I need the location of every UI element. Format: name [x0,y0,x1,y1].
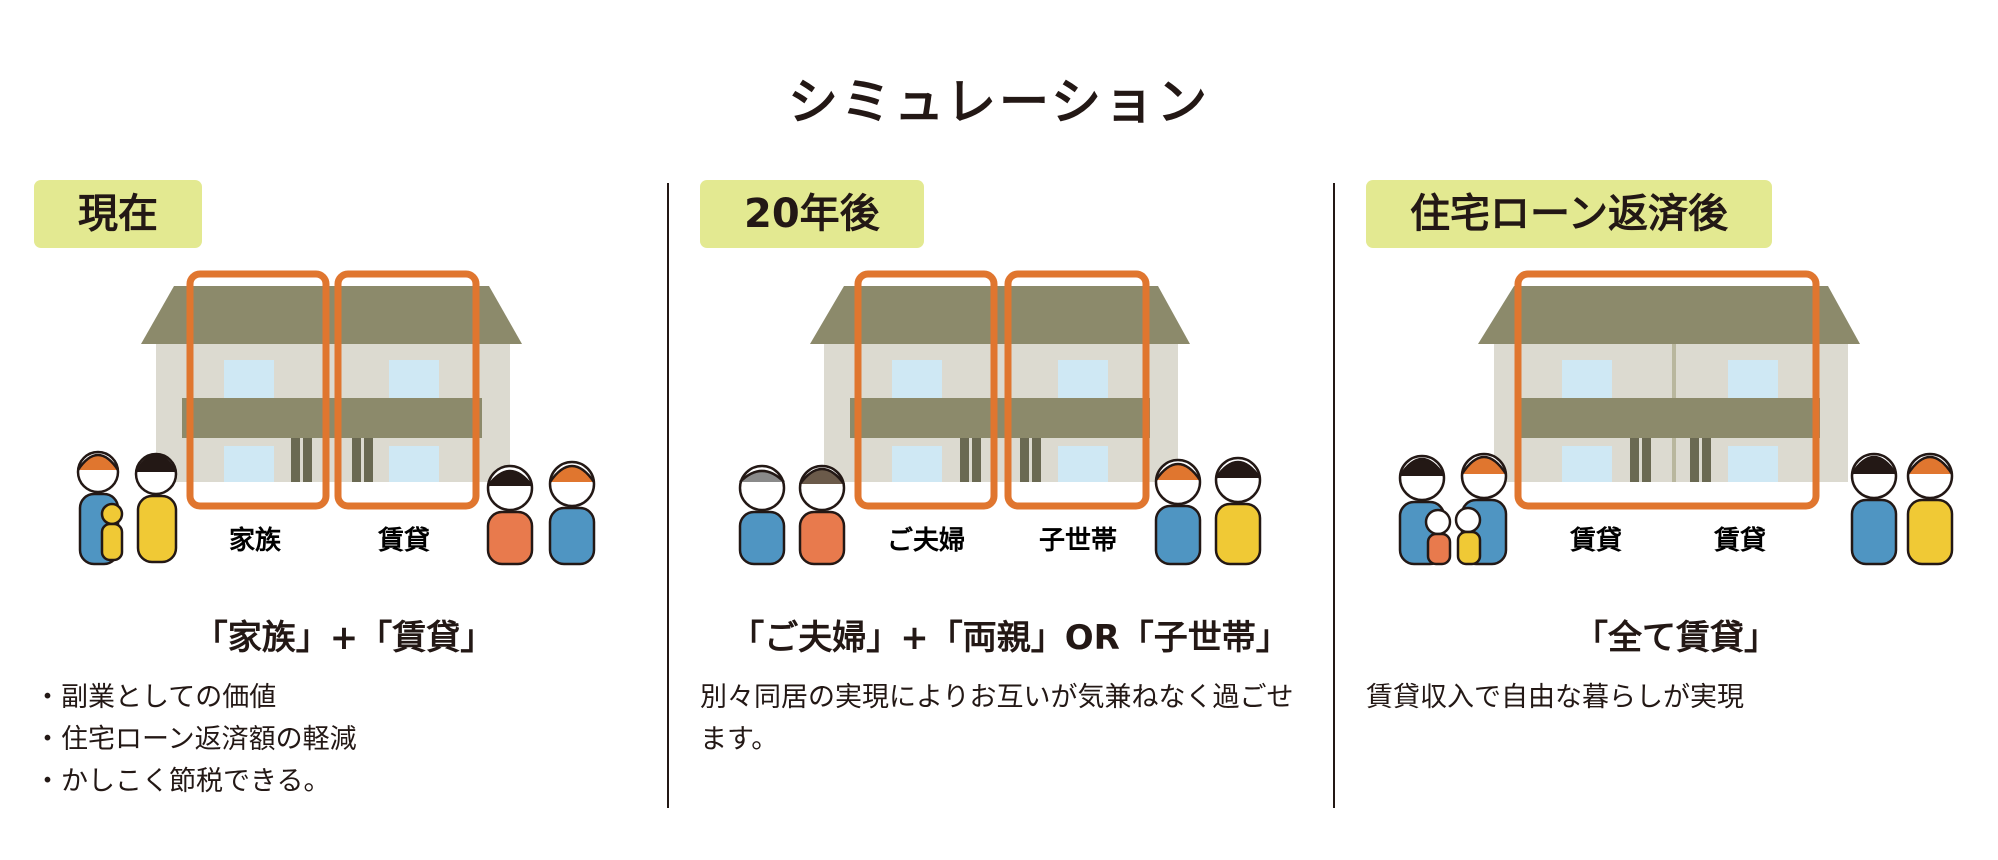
family-people-illustration [76,450,178,566]
scenario-summary: 「全て賃貸」 [1574,618,1778,658]
unit-label: 賃貸 [377,525,430,556]
house-illustration: 賃貸 賃貸 [1366,270,1986,650]
house [810,286,1190,482]
unit-label: 賃貸 [1713,525,1766,556]
house-illustration: 家族 賃貸 [34,270,654,650]
highlight-frame-unit-2 [334,270,480,510]
highlight-frame-whole-building [1514,270,1820,510]
column-current: 現在 家族 賃貸 [34,180,654,820]
stage-badge: 現在 [34,180,202,248]
parents-people-illustration [738,464,846,566]
tenant-couple-people-illustration [1850,452,1954,566]
page-title: シミュレーション [788,73,1210,131]
house [141,286,522,482]
highlight-frame-unit-2 [1004,270,1150,510]
unit-label: 家族 [229,525,282,556]
column-after-loan-repayment: 住宅ローン返済後 賃貸 賃貸 [1366,180,1986,820]
house-illustration: ご夫婦 子世帯 [700,270,1320,650]
scenario-description: ・副業としての価値 ・住宅ローン返済額の軽減 ・かしこく節税できる。 [34,677,634,803]
scenario-description: 賃貸収入で自由な暮らしが実現 [1366,682,1744,713]
column-divider-2 [1333,183,1335,808]
column-20-years-later: 20年後 ご夫婦 子世帯 [700,180,1320,820]
scenario-description: 別々同居の実現によりお互いが気兼ねなく過ごせます。 [700,682,1294,755]
highlight-frame-unit-1 [854,270,998,510]
benefit-list: ・副業としての価値 ・住宅ローン返済額の軽減 ・かしこく節税できる。 [34,677,634,803]
unit-label: 子世帯 [1039,526,1117,556]
stage-badge: 20年後 [700,180,924,248]
list-item: ・副業としての価値 [34,682,277,713]
child-household-people-illustration [1154,456,1262,566]
tenant-people-illustration [486,460,596,566]
list-item: ・住宅ローン返済額の軽減 [34,724,357,755]
unit-label: 賃貸 [1569,525,1622,556]
unit-label: ご夫婦 [887,525,965,556]
house [1478,286,1860,482]
column-divider-1 [667,183,669,808]
scenario-summary: 「ご夫婦」+「両親」OR「子世帯」 [730,618,1290,658]
stage-badge: 住宅ローン返済後 [1366,180,1772,248]
scenario-summary: 「家族」+「賃貸」 [193,618,495,658]
list-item: ・かしこく節税できる。 [34,766,331,797]
highlight-frame-unit-1 [186,270,330,510]
tenant-family-people-illustration [1398,452,1508,566]
